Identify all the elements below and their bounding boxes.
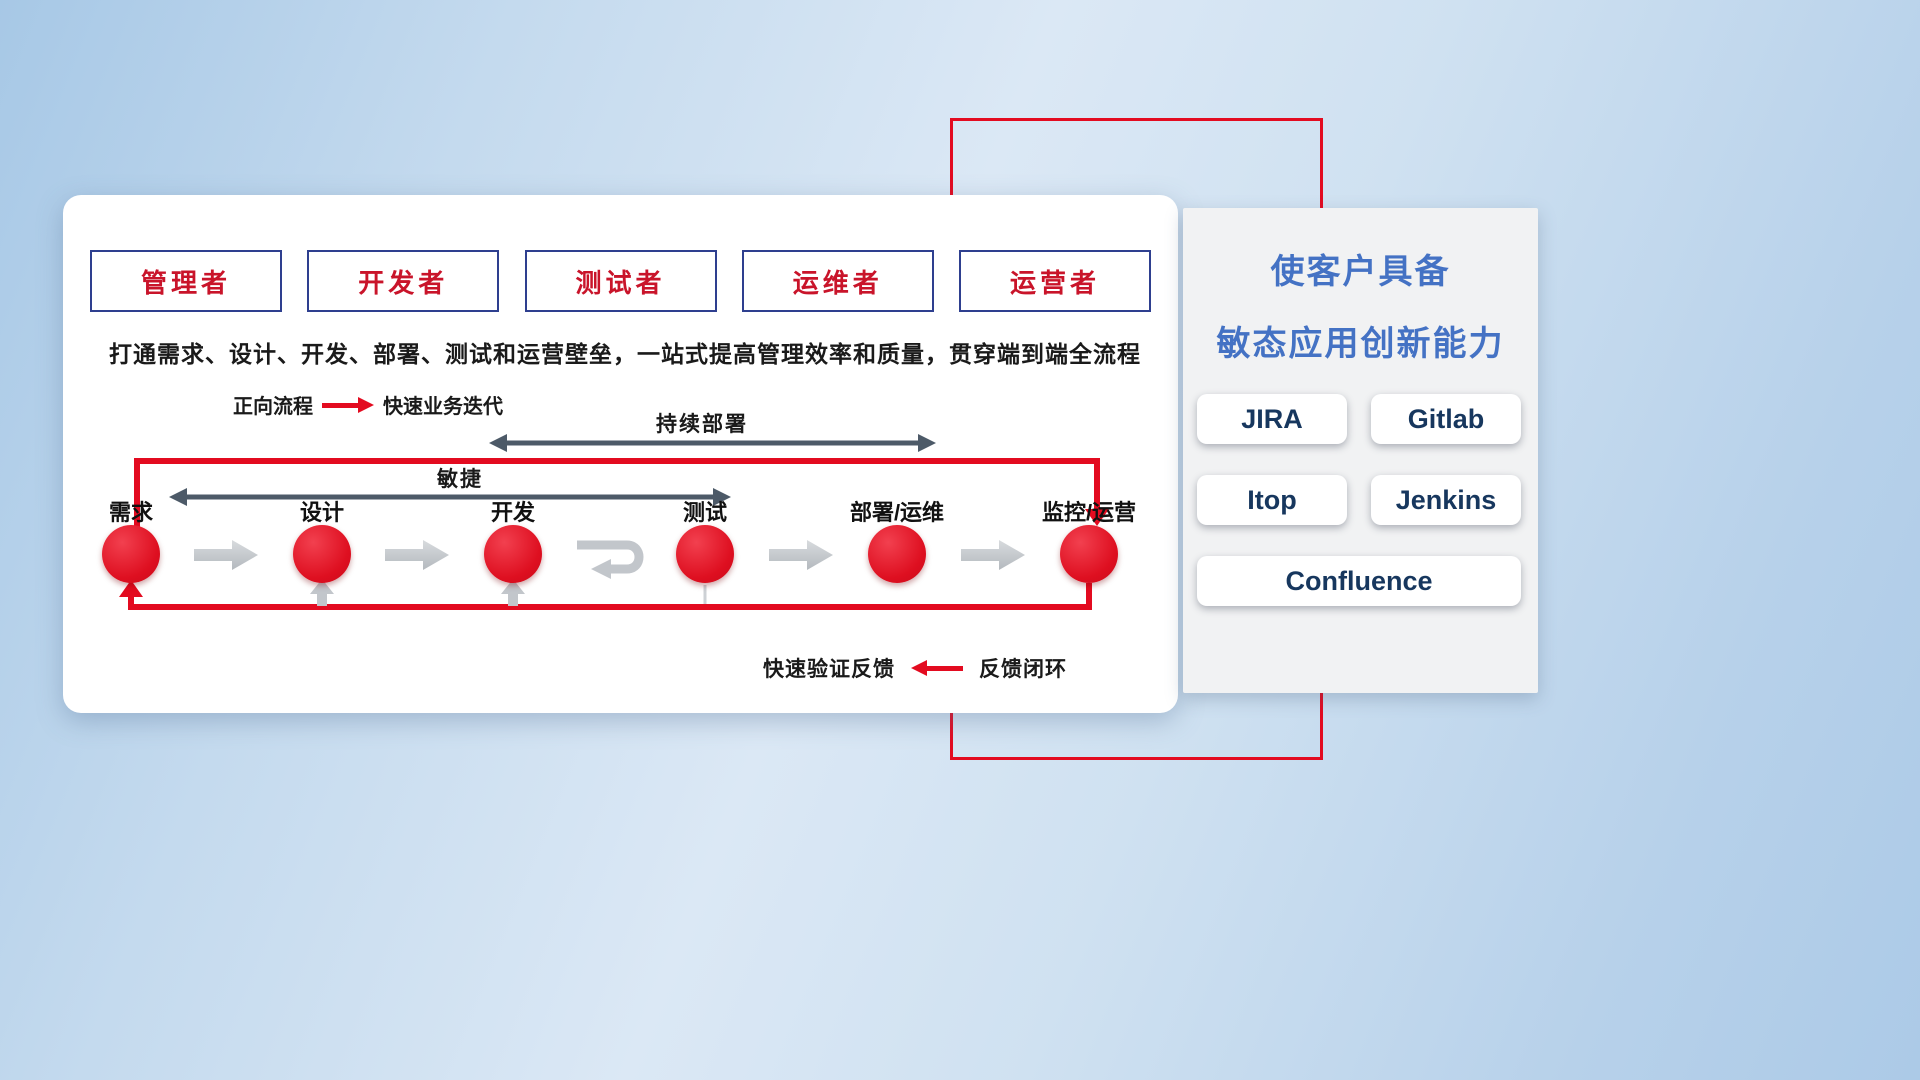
flow-arrow-icon xyxy=(194,540,258,570)
forward-legend: 正向流程 快速业务迭代 xyxy=(233,390,503,419)
continuous-deployment-label: 持续部署 xyxy=(656,413,748,436)
tool-label: Itop xyxy=(1247,484,1297,515)
forward-legend-label: 正向流程 xyxy=(233,396,313,418)
role-label: 运营者 xyxy=(1009,267,1100,298)
flow-arrow-icon xyxy=(961,540,1025,570)
role-box-ops: 运维者 xyxy=(741,250,934,312)
tool-chip-jenkins: Jenkins xyxy=(1371,475,1521,525)
tool-label: Gitlab xyxy=(1407,403,1485,434)
feedback-up-arrow-icon xyxy=(501,579,525,606)
role-box-tester: 测试者 xyxy=(524,250,717,312)
role-box-manager: 管理者 xyxy=(90,250,282,312)
tool-chip-itop: Itop xyxy=(1197,475,1347,525)
node-circle-icon xyxy=(676,525,734,583)
node-testing: 测试 xyxy=(635,495,775,583)
tool-label: Jenkins xyxy=(1395,484,1497,515)
role-label: 运维者 xyxy=(792,267,883,298)
node-circle-icon xyxy=(484,525,542,583)
flow-arrow-icon xyxy=(385,540,449,570)
node-design: 设计 xyxy=(252,495,392,583)
role-box-developer: 开发者 xyxy=(307,250,500,312)
tool-chip-confluence: Confluence xyxy=(1197,556,1521,606)
node-monitor-operation: 监控/运营 xyxy=(1019,495,1159,583)
feedback-arrow-icon xyxy=(911,660,963,676)
devops-flow-card: 管理者 开发者 测试者 运维者 运营者 打通需求、设计、开发、部署、测试和运营壁… xyxy=(63,195,1178,713)
tool-chip-gitlab: Gitlab xyxy=(1371,394,1521,444)
node-label: 设计 xyxy=(299,500,344,525)
panel-title-line1: 使客户具备 xyxy=(1270,253,1451,291)
node-label: 需求 xyxy=(108,500,153,525)
node-circle-icon xyxy=(293,525,351,583)
tool-chip-jira: JIRA xyxy=(1197,394,1347,444)
feedback-legend-desc: 快速验证反馈 xyxy=(763,658,895,681)
role-label: 测试者 xyxy=(575,267,666,298)
capability-panel: 使客户具备 敏态应用创新能力 JIRA Gitlab Itop Jenkins … xyxy=(1183,208,1538,693)
feedback-legend: 快速验证反馈 反馈闭环 xyxy=(763,653,1067,683)
feedback-legend-label: 反馈闭环 xyxy=(979,658,1067,681)
node-development: 开发 xyxy=(443,495,583,583)
node-label: 开发 xyxy=(490,500,535,525)
node-circle-icon xyxy=(1060,525,1118,583)
iteration-loop-icon xyxy=(577,540,644,579)
node-label: 测试 xyxy=(682,500,727,525)
forward-legend-desc: 快速业务迭代 xyxy=(383,396,503,418)
agile-label: 敏捷 xyxy=(437,468,483,491)
flow-arrow-icon xyxy=(769,540,833,570)
tool-label: Confluence xyxy=(1285,565,1433,596)
role-label: 开发者 xyxy=(358,267,449,298)
panel-title-line2: 敏态应用创新能力 xyxy=(1216,325,1505,363)
node-label: 监控/运营 xyxy=(1041,500,1137,525)
node-deploy-ops: 部署/运维 xyxy=(827,495,967,583)
node-circle-icon xyxy=(868,525,926,583)
node-circle-icon xyxy=(102,525,160,583)
node-requirements: 需求 xyxy=(61,495,201,583)
feedback-up-arrow-icon xyxy=(310,579,334,606)
role-box-operator: 运营者 xyxy=(959,250,1151,312)
role-row: 管理者 开发者 测试者 运维者 运营者 xyxy=(63,250,1178,312)
node-label: 部署/运维 xyxy=(849,500,945,525)
tool-label: JIRA xyxy=(1241,403,1303,434)
feedback-loop-line xyxy=(119,580,1092,610)
card-subtitle: 打通需求、设计、开发、部署、测试和运营壁垒，一站式提高管理效率和质量，贯穿端到端… xyxy=(109,341,1141,367)
forward-arrow-icon xyxy=(322,396,374,413)
role-label: 管理者 xyxy=(140,267,231,298)
